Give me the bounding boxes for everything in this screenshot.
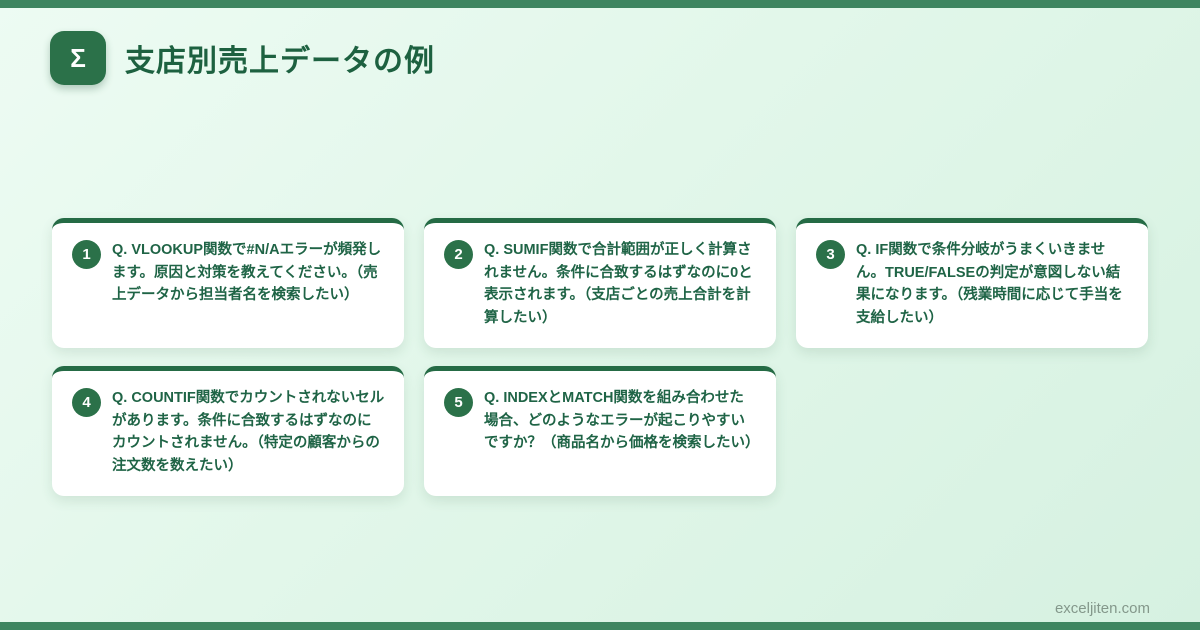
question-cards-grid: 1 Q. VLOOKUP関数で#N/Aエラーが頻発します。原因と対策を教えてくだ… — [52, 218, 1148, 496]
question-number-badge: 1 — [72, 240, 101, 269]
question-card-4: 4 Q. COUNTIF関数でカウントされないセルがあります。条件に合致するはず… — [52, 366, 404, 496]
footer-site-name: exceljiten.com — [1054, 600, 1150, 617]
question-card-3: 3 Q. IF関数で条件分岐がうまくいきません。TRUE/FALSEの判定が意図… — [796, 218, 1148, 348]
sigma-glyph: Σ — [70, 42, 86, 73]
question-card-1: 1 Q. VLOOKUP関数で#N/Aエラーが頻発します。原因と対策を教えてくだ… — [52, 218, 404, 348]
question-card-5: 5 Q. INDEXとMATCH関数を組み合わせた場合、どのようなエラーが起こり… — [424, 366, 776, 496]
bottom-accent-bar — [0, 622, 1200, 630]
question-number-badge: 5 — [444, 388, 473, 417]
page-title: 支店別売上データの例 — [125, 45, 435, 78]
header: Σ 支店別売上データの例 — [50, 31, 435, 85]
question-number-badge: 2 — [444, 240, 473, 269]
question-number-badge: 3 — [816, 240, 845, 269]
question-card-2: 2 Q. SUMIF関数で合計範囲が正しく計算されません。条件に合致するはずなの… — [424, 218, 776, 348]
top-accent-bar — [0, 0, 1200, 8]
question-text: Q. COUNTIF関数でカウントされないセルがあります。条件に合致するはずなの… — [112, 390, 385, 474]
question-text: Q. SUMIF関数で合計範囲が正しく計算されません。条件に合致するはずなのに0… — [484, 242, 753, 326]
question-number-badge: 4 — [72, 388, 101, 417]
question-text: Q. VLOOKUP関数で#N/Aエラーが頻発します。原因と対策を教えてください… — [112, 242, 382, 303]
question-text: Q. IF関数で条件分岐がうまくいきません。TRUE/FALSEの判定が意図しな… — [856, 242, 1123, 326]
question-text: Q. INDEXとMATCH関数を組み合わせた場合、どのようなエラーが起こりやす… — [484, 390, 758, 451]
sigma-icon: Σ — [50, 31, 106, 85]
